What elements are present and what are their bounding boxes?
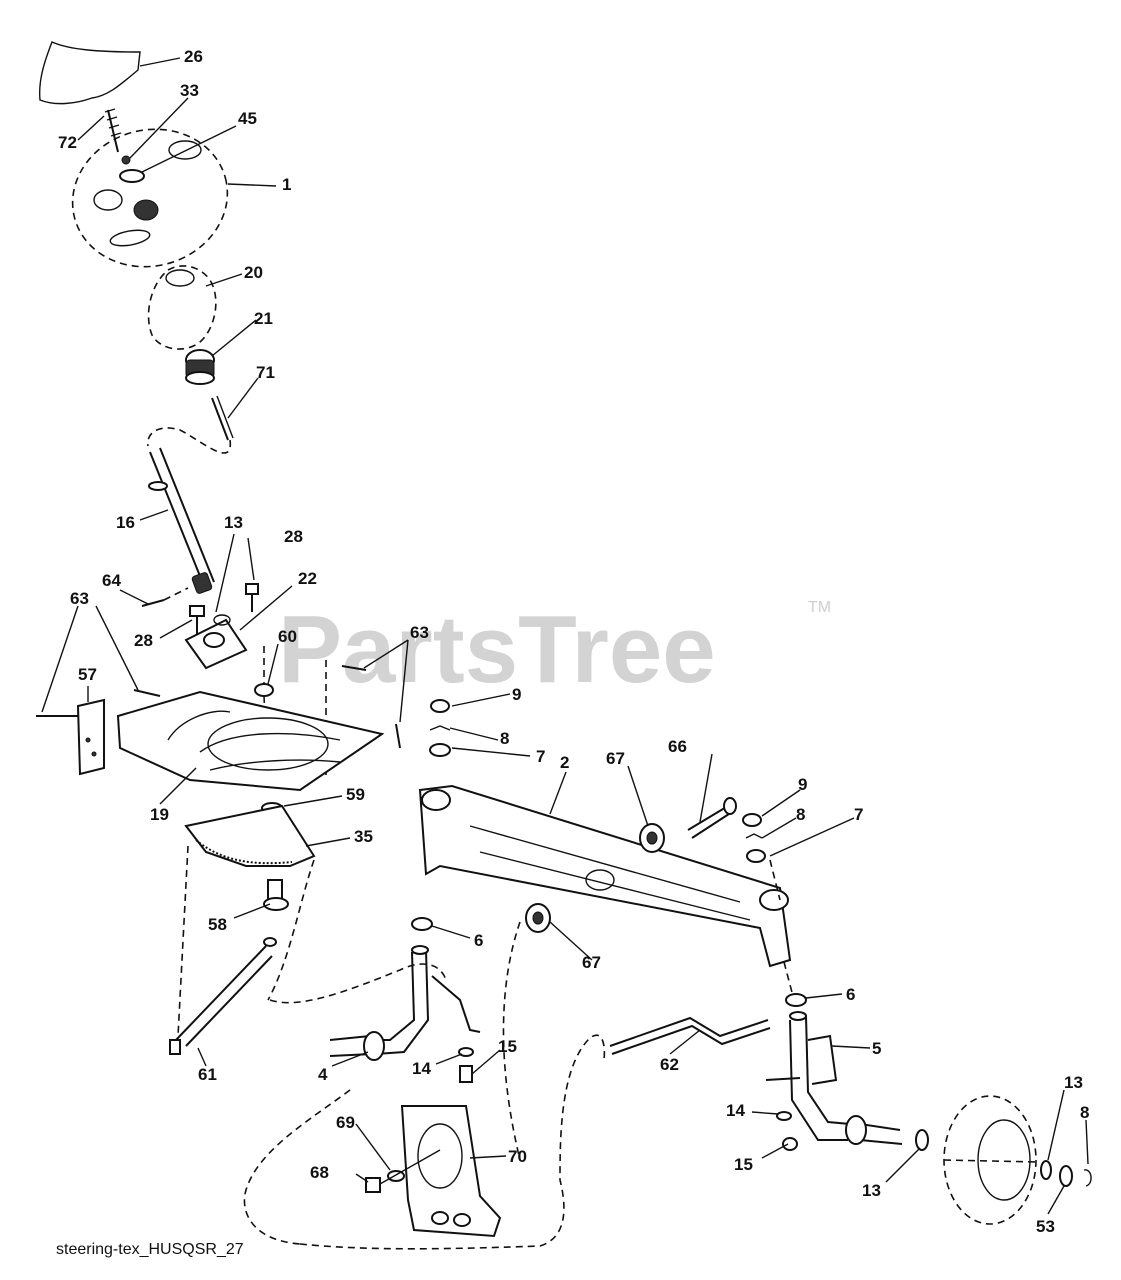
washer-part xyxy=(458,1047,474,1057)
steering-shaft-part xyxy=(148,447,215,594)
callout-71: 71 xyxy=(256,363,275,382)
callout-60: 60 xyxy=(278,627,297,646)
callout-9: 9 xyxy=(512,685,521,704)
front-axle-part xyxy=(418,784,792,968)
callout-63: 63 xyxy=(70,589,89,608)
callout-16: 16 xyxy=(116,513,135,532)
callout-13: 13 xyxy=(1064,1073,1083,1092)
callout-66: 66 xyxy=(668,737,687,756)
callout-labels: 26 33 45 72 1 20 21 71 16 13 28 64 22 28… xyxy=(58,47,1089,1236)
watermark-trademark: TM xyxy=(808,599,831,616)
callout-1: 1 xyxy=(282,175,291,194)
steering-plate-part xyxy=(116,690,385,792)
callout-15: 15 xyxy=(734,1155,753,1174)
callout-63: 63 xyxy=(410,623,429,642)
axle-bracket-part xyxy=(400,1105,502,1238)
nut-part xyxy=(365,1177,381,1193)
steering-wheel-part xyxy=(71,128,229,268)
nut-part xyxy=(254,683,274,697)
roll-pin-part xyxy=(211,397,229,441)
callout-5: 5 xyxy=(872,1039,881,1058)
callout-67: 67 xyxy=(582,953,601,972)
callout-62: 62 xyxy=(660,1055,679,1074)
callout-13: 13 xyxy=(862,1181,881,1200)
callout-67: 67 xyxy=(606,749,625,768)
bushing-part xyxy=(785,993,807,1007)
bushing-part xyxy=(746,849,766,863)
callout-22: 22 xyxy=(298,569,317,588)
callout-19: 19 xyxy=(150,805,169,824)
screw-part xyxy=(104,108,131,165)
retaining-ring-part xyxy=(745,833,763,839)
steering-boot-part xyxy=(147,265,217,350)
callout-64: 64 xyxy=(102,571,121,590)
washer-part xyxy=(387,1170,405,1182)
drag-link-part xyxy=(169,937,277,1055)
nut-part xyxy=(459,1065,473,1083)
callout-21: 21 xyxy=(254,309,273,328)
callout-6: 6 xyxy=(846,985,855,1004)
callout-26: 26 xyxy=(184,47,203,66)
sector-gear-part xyxy=(184,804,316,867)
washer-part xyxy=(1059,1165,1073,1187)
callout-35: 35 xyxy=(354,827,373,846)
callout-28: 28 xyxy=(134,631,153,650)
pin-part xyxy=(141,599,165,607)
pivot-bolt-part xyxy=(687,797,737,839)
callout-7: 7 xyxy=(854,805,863,824)
bushing-part xyxy=(411,917,433,931)
steering-adapter-part xyxy=(185,349,215,385)
callout-8: 8 xyxy=(500,729,509,748)
callout-28: 28 xyxy=(284,527,303,546)
bolt-part xyxy=(189,583,259,640)
callout-57: 57 xyxy=(78,665,97,684)
washer-part xyxy=(1040,1160,1052,1180)
bushing-part xyxy=(263,879,289,911)
callout-68: 68 xyxy=(310,1163,329,1182)
callout-7: 7 xyxy=(536,747,545,766)
callout-14: 14 xyxy=(726,1101,745,1120)
callout-70: 70 xyxy=(508,1147,527,1166)
callout-14: 14 xyxy=(412,1059,431,1078)
cap-part xyxy=(430,699,450,713)
callout-33: 33 xyxy=(180,81,199,100)
left-spindle-part xyxy=(329,945,481,1061)
bushing-part xyxy=(429,743,451,757)
steering-cap-part xyxy=(38,41,141,105)
callout-4: 4 xyxy=(318,1065,328,1084)
front-wheel-part xyxy=(943,1095,1041,1225)
callout-9: 9 xyxy=(798,775,807,794)
plate-part xyxy=(76,698,105,776)
spacer-part xyxy=(525,823,665,933)
callout-72: 72 xyxy=(58,133,77,152)
callout-8: 8 xyxy=(1080,1103,1089,1122)
callout-8: 8 xyxy=(796,805,805,824)
washer-part xyxy=(915,1129,929,1151)
washer-part xyxy=(119,169,145,183)
retaining-ring-part xyxy=(1083,1169,1092,1187)
callout-59: 59 xyxy=(346,785,365,804)
nut-part xyxy=(782,1137,798,1151)
washer-part xyxy=(776,1111,792,1121)
watermark-brand: PartsTree xyxy=(278,596,716,703)
callout-2: 2 xyxy=(560,753,569,772)
callout-58: 58 xyxy=(208,915,227,934)
callout-15: 15 xyxy=(498,1037,517,1056)
right-spindle-part xyxy=(765,1011,903,1145)
screw-part xyxy=(36,665,401,749)
leader-lines xyxy=(41,57,1089,1215)
callout-20: 20 xyxy=(244,263,263,282)
callout-45: 45 xyxy=(238,109,257,128)
callout-13: 13 xyxy=(224,513,243,532)
retaining-ring-part xyxy=(429,725,451,731)
callout-53: 53 xyxy=(1036,1217,1055,1236)
callout-6: 6 xyxy=(474,931,483,950)
tie-rod-part xyxy=(609,1016,771,1055)
callout-61: 61 xyxy=(198,1065,217,1084)
callout-69: 69 xyxy=(336,1113,355,1132)
diagram-caption: steering-tex_HUSQSR_27 xyxy=(56,1241,244,1258)
cap-part xyxy=(742,813,762,827)
